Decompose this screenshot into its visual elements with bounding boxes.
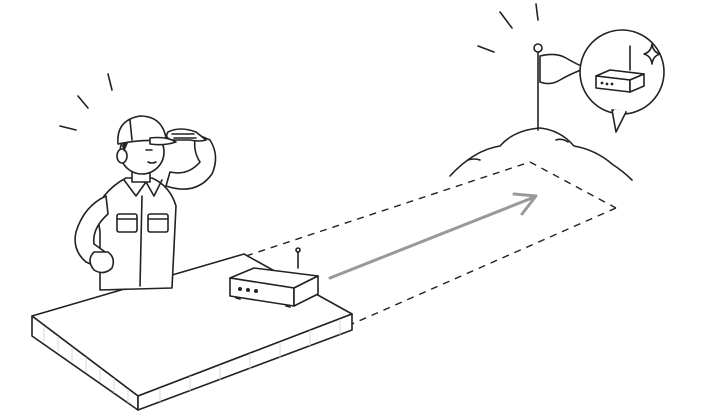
device-light bbox=[254, 289, 258, 293]
sparkle-icon bbox=[643, 43, 661, 65]
goal-hill bbox=[449, 127, 633, 181]
worker-figure bbox=[59, 73, 217, 291]
router-device bbox=[229, 247, 319, 308]
goal-flag bbox=[477, 3, 587, 131]
speech-bubble bbox=[579, 29, 665, 133]
device-light bbox=[238, 287, 242, 291]
dashed-pathway bbox=[245, 161, 617, 325]
platform-shading bbox=[43, 319, 341, 403]
bubble-device-icon bbox=[595, 45, 645, 93]
progress-arrow bbox=[328, 192, 538, 280]
flag-cloth bbox=[539, 53, 587, 85]
worker-saluting-hand bbox=[165, 128, 207, 142]
device-light bbox=[246, 288, 250, 292]
